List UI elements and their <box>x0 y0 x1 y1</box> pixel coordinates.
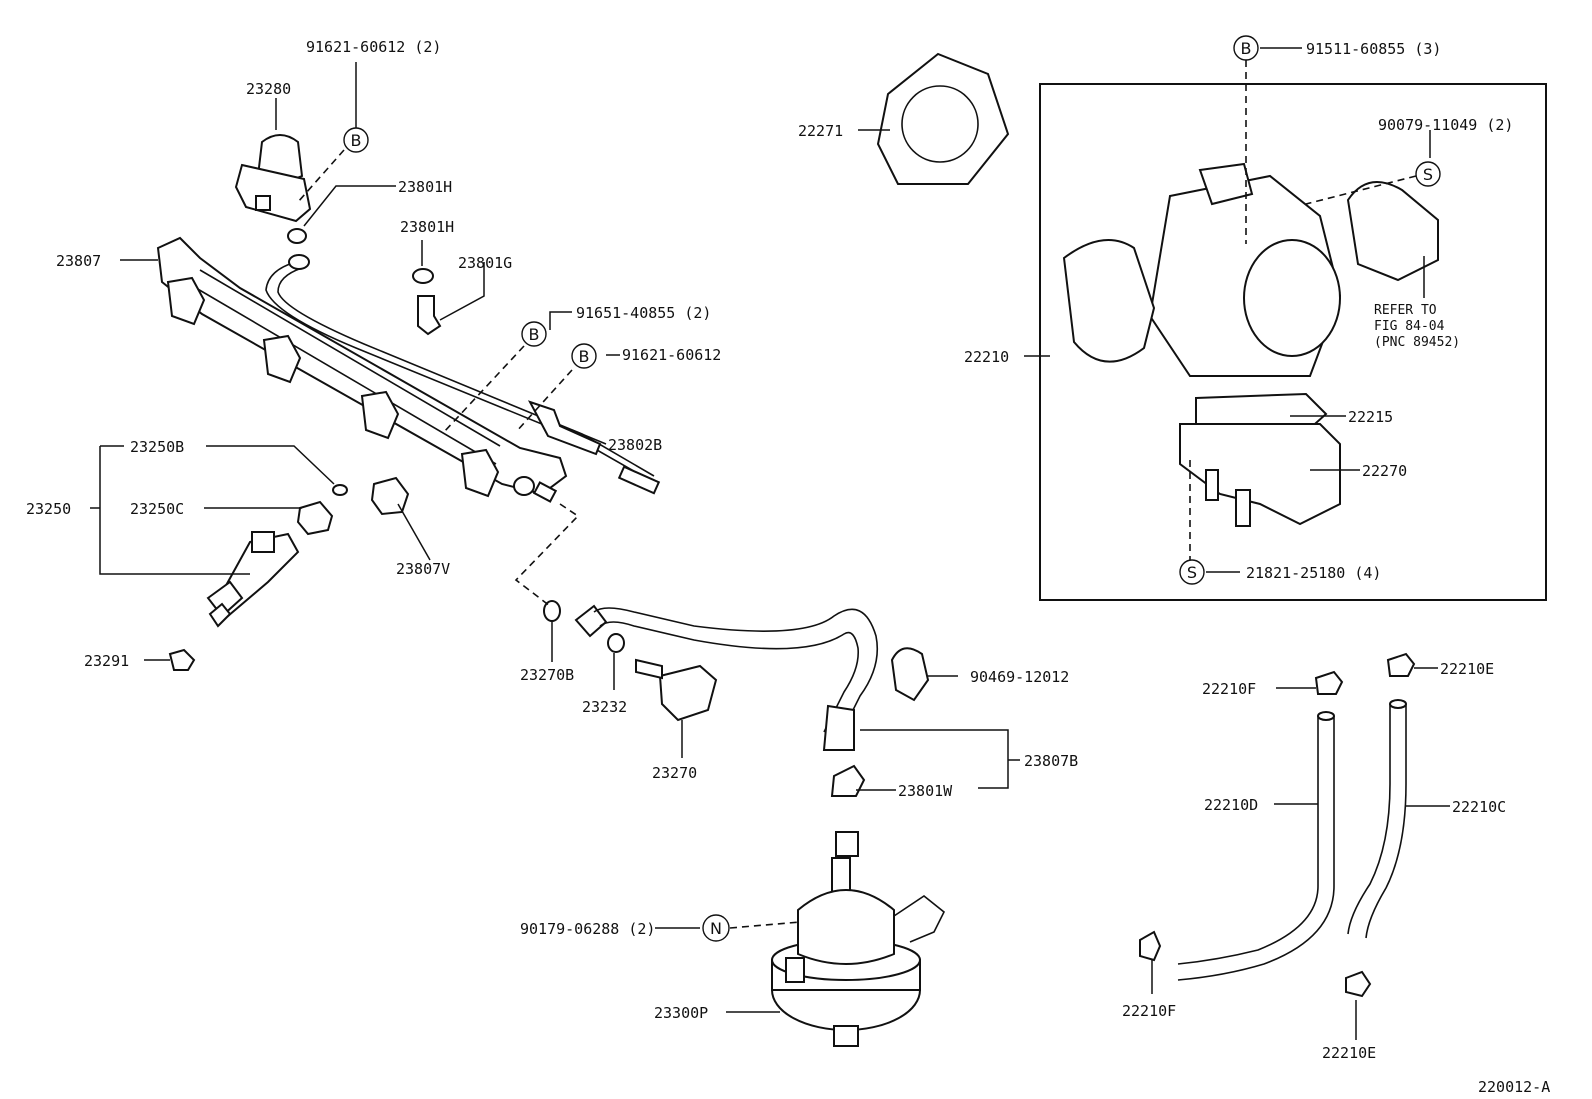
label-23300P: 23300P <box>654 1004 708 1022</box>
label-22271: 22271 <box>798 122 843 140</box>
label-23250B: 23250B <box>130 438 184 456</box>
label-refer-pnc: (PNC 89452) <box>1374 335 1460 350</box>
label-91621-60612-2: 91621-60612 (2) <box>306 38 441 56</box>
svg-text:S: S <box>1187 563 1197 582</box>
fuel-rail-part <box>156 236 568 503</box>
label-23291: 23291 <box>84 652 129 670</box>
clamp-90469-12012 <box>890 647 930 702</box>
gasket-22271 <box>876 52 1010 185</box>
pulsation-damper-23270 <box>635 658 718 722</box>
label-23801H-b: 23801H <box>400 218 454 236</box>
marker-b-3: B <box>571 343 597 369</box>
fuel-pipe-part <box>265 254 661 495</box>
label-23270: 23270 <box>652 764 697 782</box>
fuel-pump-23300P <box>771 831 946 1047</box>
hose-22210D <box>1177 711 1335 981</box>
marker-s-1: S <box>1415 161 1441 187</box>
label-22210: 22210 <box>964 348 1009 366</box>
label-23250: 23250 <box>26 500 71 518</box>
label-23801H-a: 23801H <box>398 178 452 196</box>
marker-s-2: S <box>1179 559 1205 585</box>
label-refer-to: REFER TO <box>1374 303 1437 318</box>
part-labels: 91621-60612 (2) 23280 23801H 23801H 2380… <box>26 38 1550 1096</box>
insulator-23807V <box>370 476 410 516</box>
label-23270B: 23270B <box>520 666 574 684</box>
marker-b-2: B <box>521 321 547 347</box>
leader-lines <box>90 47 1450 1040</box>
label-91621-60612: 91621-60612 <box>622 346 721 364</box>
label-22210F-a: 22210F <box>1202 680 1256 698</box>
pressure-regulator-part <box>234 134 312 244</box>
hose-22210C <box>1347 699 1407 939</box>
label-23801G: 23801G <box>458 254 512 272</box>
label-22210D: 22210D <box>1204 796 1258 814</box>
label-90469-12012: 90469-12012 <box>970 668 1069 686</box>
svg-text:S: S <box>1423 165 1433 184</box>
clamp-22210F-b <box>1139 930 1162 962</box>
bolt-23801G <box>417 295 442 336</box>
svg-text:N: N <box>710 919 722 938</box>
label-22210E-a: 22210E <box>1440 660 1494 678</box>
marker-b-1: B <box>343 127 369 153</box>
o-ring-23250B <box>332 484 348 496</box>
label-23802B: 23802B <box>608 436 662 454</box>
label-23250C: 23250C <box>130 500 184 518</box>
clip-23801W <box>830 764 866 797</box>
label-22215: 22215 <box>1348 408 1393 426</box>
clamp-22210E-a <box>1386 652 1416 677</box>
marker-b-4: B <box>1233 35 1259 61</box>
svg-text:B: B <box>579 347 590 366</box>
label-23801W: 23801W <box>898 782 953 800</box>
clamp-22210E-b <box>1345 970 1372 998</box>
label-23807B: 23807B <box>1024 752 1078 770</box>
svg-text:B: B <box>529 325 540 344</box>
label-90179-06288-2: 90179-06288 (2) <box>520 920 655 938</box>
dashed-reference-lines <box>297 60 1417 929</box>
label-23807V: 23807V <box>396 560 450 578</box>
label-91511-60855-3: 91511-60855 (3) <box>1306 40 1441 58</box>
grommet-23250C <box>296 500 334 536</box>
label-22210E-b: 22210E <box>1322 1044 1376 1062</box>
label-22210C: 22210C <box>1452 798 1506 816</box>
throttle-body-group-frame <box>1039 83 1547 601</box>
throttle-body-22210 <box>1062 162 1342 377</box>
label-refer-fig: FIG 84-04 <box>1374 319 1445 334</box>
gasket-23801H-a <box>412 268 434 284</box>
idle-air-control-22270 <box>1179 392 1341 527</box>
label-23280: 23280 <box>246 80 291 98</box>
label-90079-11049-2: 90079-11049 (2) <box>1378 116 1513 134</box>
label-23807: 23807 <box>56 252 101 270</box>
label-22270: 22270 <box>1362 462 1407 480</box>
fuel-hose-part <box>543 600 879 751</box>
svg-text:B: B <box>351 131 362 150</box>
svg-text:B: B <box>1241 39 1252 58</box>
figure-id: 220012-A <box>1478 1078 1550 1096</box>
label-21821-25180-4: 21821-25180 (4) <box>1246 564 1381 582</box>
label-22210F-b: 22210F <box>1122 1002 1176 1020</box>
label-91651-40855-2: 91651-40855 (2) <box>576 304 711 322</box>
fuel-injector-part <box>206 531 300 628</box>
cap-23291 <box>168 648 196 671</box>
clamp-22210F-a <box>1314 670 1344 695</box>
label-23232: 23232 <box>582 698 627 716</box>
marker-n: N <box>702 914 730 942</box>
